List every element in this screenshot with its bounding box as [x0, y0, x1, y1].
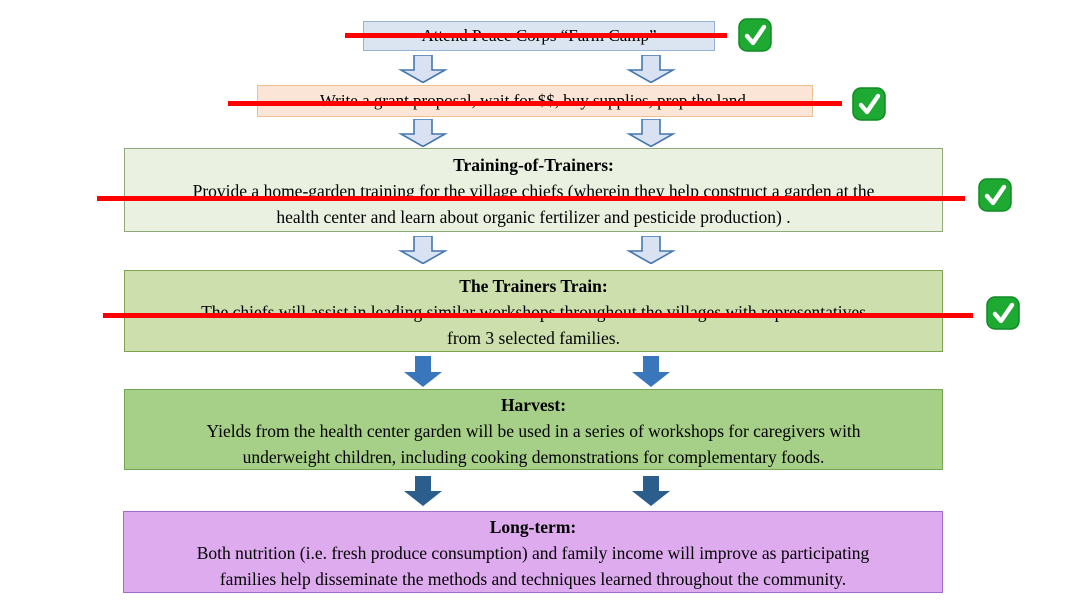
step-title: The Trainers Train: [459, 276, 608, 296]
strikethrough-line [228, 101, 842, 106]
step-box-harvest: Harvest: Yields from the health center g… [124, 389, 943, 470]
strikethrough-line [103, 313, 973, 318]
step-text-line: families help disseminate the methods an… [219, 569, 847, 589]
step-box-training-of-trainers: Training-of-Trainers: Provide a home-gar… [124, 148, 943, 232]
checkmark-icon [852, 87, 886, 121]
down-arrow-icon [626, 55, 676, 83]
step-text-line: health center and learn about organic fe… [276, 207, 791, 227]
step-text-line: Both nutrition (i.e. fresh produce consu… [196, 543, 870, 563]
strikethrough-line [97, 196, 965, 201]
strikethrough-line [345, 33, 727, 38]
down-arrow-icon [632, 356, 670, 387]
step-title: Long-term: [489, 517, 577, 537]
step-box-long-term: Long-term: Both nutrition (i.e. fresh pr… [123, 511, 943, 593]
step-box-the-trainers-train: The Trainers Train: The chiefs will assi… [124, 270, 943, 352]
step-text-line: from 3 selected families. [447, 328, 620, 348]
step-text-line: underweight children, including cooking … [242, 447, 825, 467]
down-arrow-icon [398, 236, 448, 264]
down-arrow-icon [626, 119, 676, 147]
down-arrow-icon [626, 236, 676, 264]
checkmark-icon [986, 296, 1020, 330]
down-arrow-icon [398, 119, 448, 147]
down-arrow-icon [632, 476, 670, 506]
step-title: Harvest: [500, 395, 567, 415]
step-text-line: Yields from the health center garden wil… [206, 421, 861, 441]
down-arrow-icon [398, 55, 448, 83]
step-title: Training-of-Trainers: [453, 155, 614, 175]
down-arrow-icon [404, 356, 442, 387]
checkmark-icon [738, 18, 772, 52]
step-text-line: The chiefs will assist in leading simila… [201, 302, 866, 322]
checkmark-icon [978, 178, 1012, 212]
down-arrow-icon [404, 476, 442, 506]
